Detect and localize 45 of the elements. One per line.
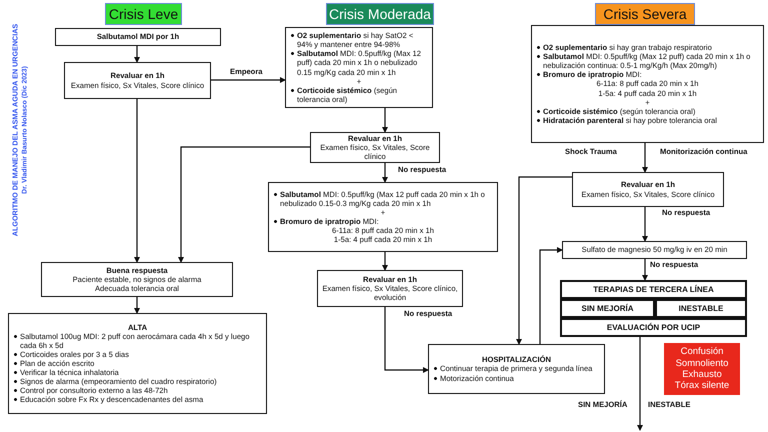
arrow: [134, 297, 140, 314]
box-text: Crisis Moderada: [329, 6, 431, 22]
process-box: [8, 313, 267, 414]
box-text: TERAPIAS DE TERCERA LÍNEA: [592, 284, 715, 294]
table-cell-box: [560, 280, 747, 299]
arrow: [382, 108, 388, 133]
arrow: [134, 99, 140, 263]
table-cell-box: [655, 299, 747, 318]
arrow: [384, 307, 429, 373]
arrow: [516, 176, 572, 345]
box-text: Somnoliento: [674, 358, 730, 369]
process-box: [64, 62, 211, 99]
arrow: [382, 163, 388, 183]
process-box: [572, 172, 724, 207]
crisis-header: [595, 3, 695, 25]
arrow: [178, 146, 310, 263]
box-text: Exhausto: [681, 369, 723, 380]
box-text: EVALUACIÓN POR UCIP: [606, 322, 702, 332]
process-box: [310, 132, 440, 163]
box-text: Crisis Severa: [603, 6, 687, 22]
arrow: [637, 337, 643, 431]
box-text: SIN MEJORÍA: [580, 304, 634, 314]
arrow: [642, 143, 648, 173]
process-box: [428, 344, 605, 394]
table-cell-box: [560, 318, 747, 337]
crisis-header: [105, 3, 182, 25]
process-box: [317, 270, 463, 307]
process-box: [41, 262, 233, 297]
box-text: INESTABLE: [678, 304, 724, 314]
arrow: [211, 77, 286, 83]
arrow: [642, 207, 648, 242]
process-box: [55, 28, 221, 46]
warning-box: [664, 343, 740, 395]
arrow: [134, 46, 140, 63]
arrow: [642, 259, 648, 281]
process-box: [268, 182, 498, 252]
arrow: [382, 252, 388, 271]
table-cell-box: [560, 299, 655, 318]
box-text: Crisis Leve: [108, 6, 178, 22]
arrow: [539, 247, 563, 344]
process-box: [285, 27, 433, 108]
box-text: Tórax silente: [674, 380, 730, 392]
process-box: [562, 241, 747, 259]
box-text: Confusión: [680, 346, 724, 358]
process-box: [531, 25, 764, 143]
